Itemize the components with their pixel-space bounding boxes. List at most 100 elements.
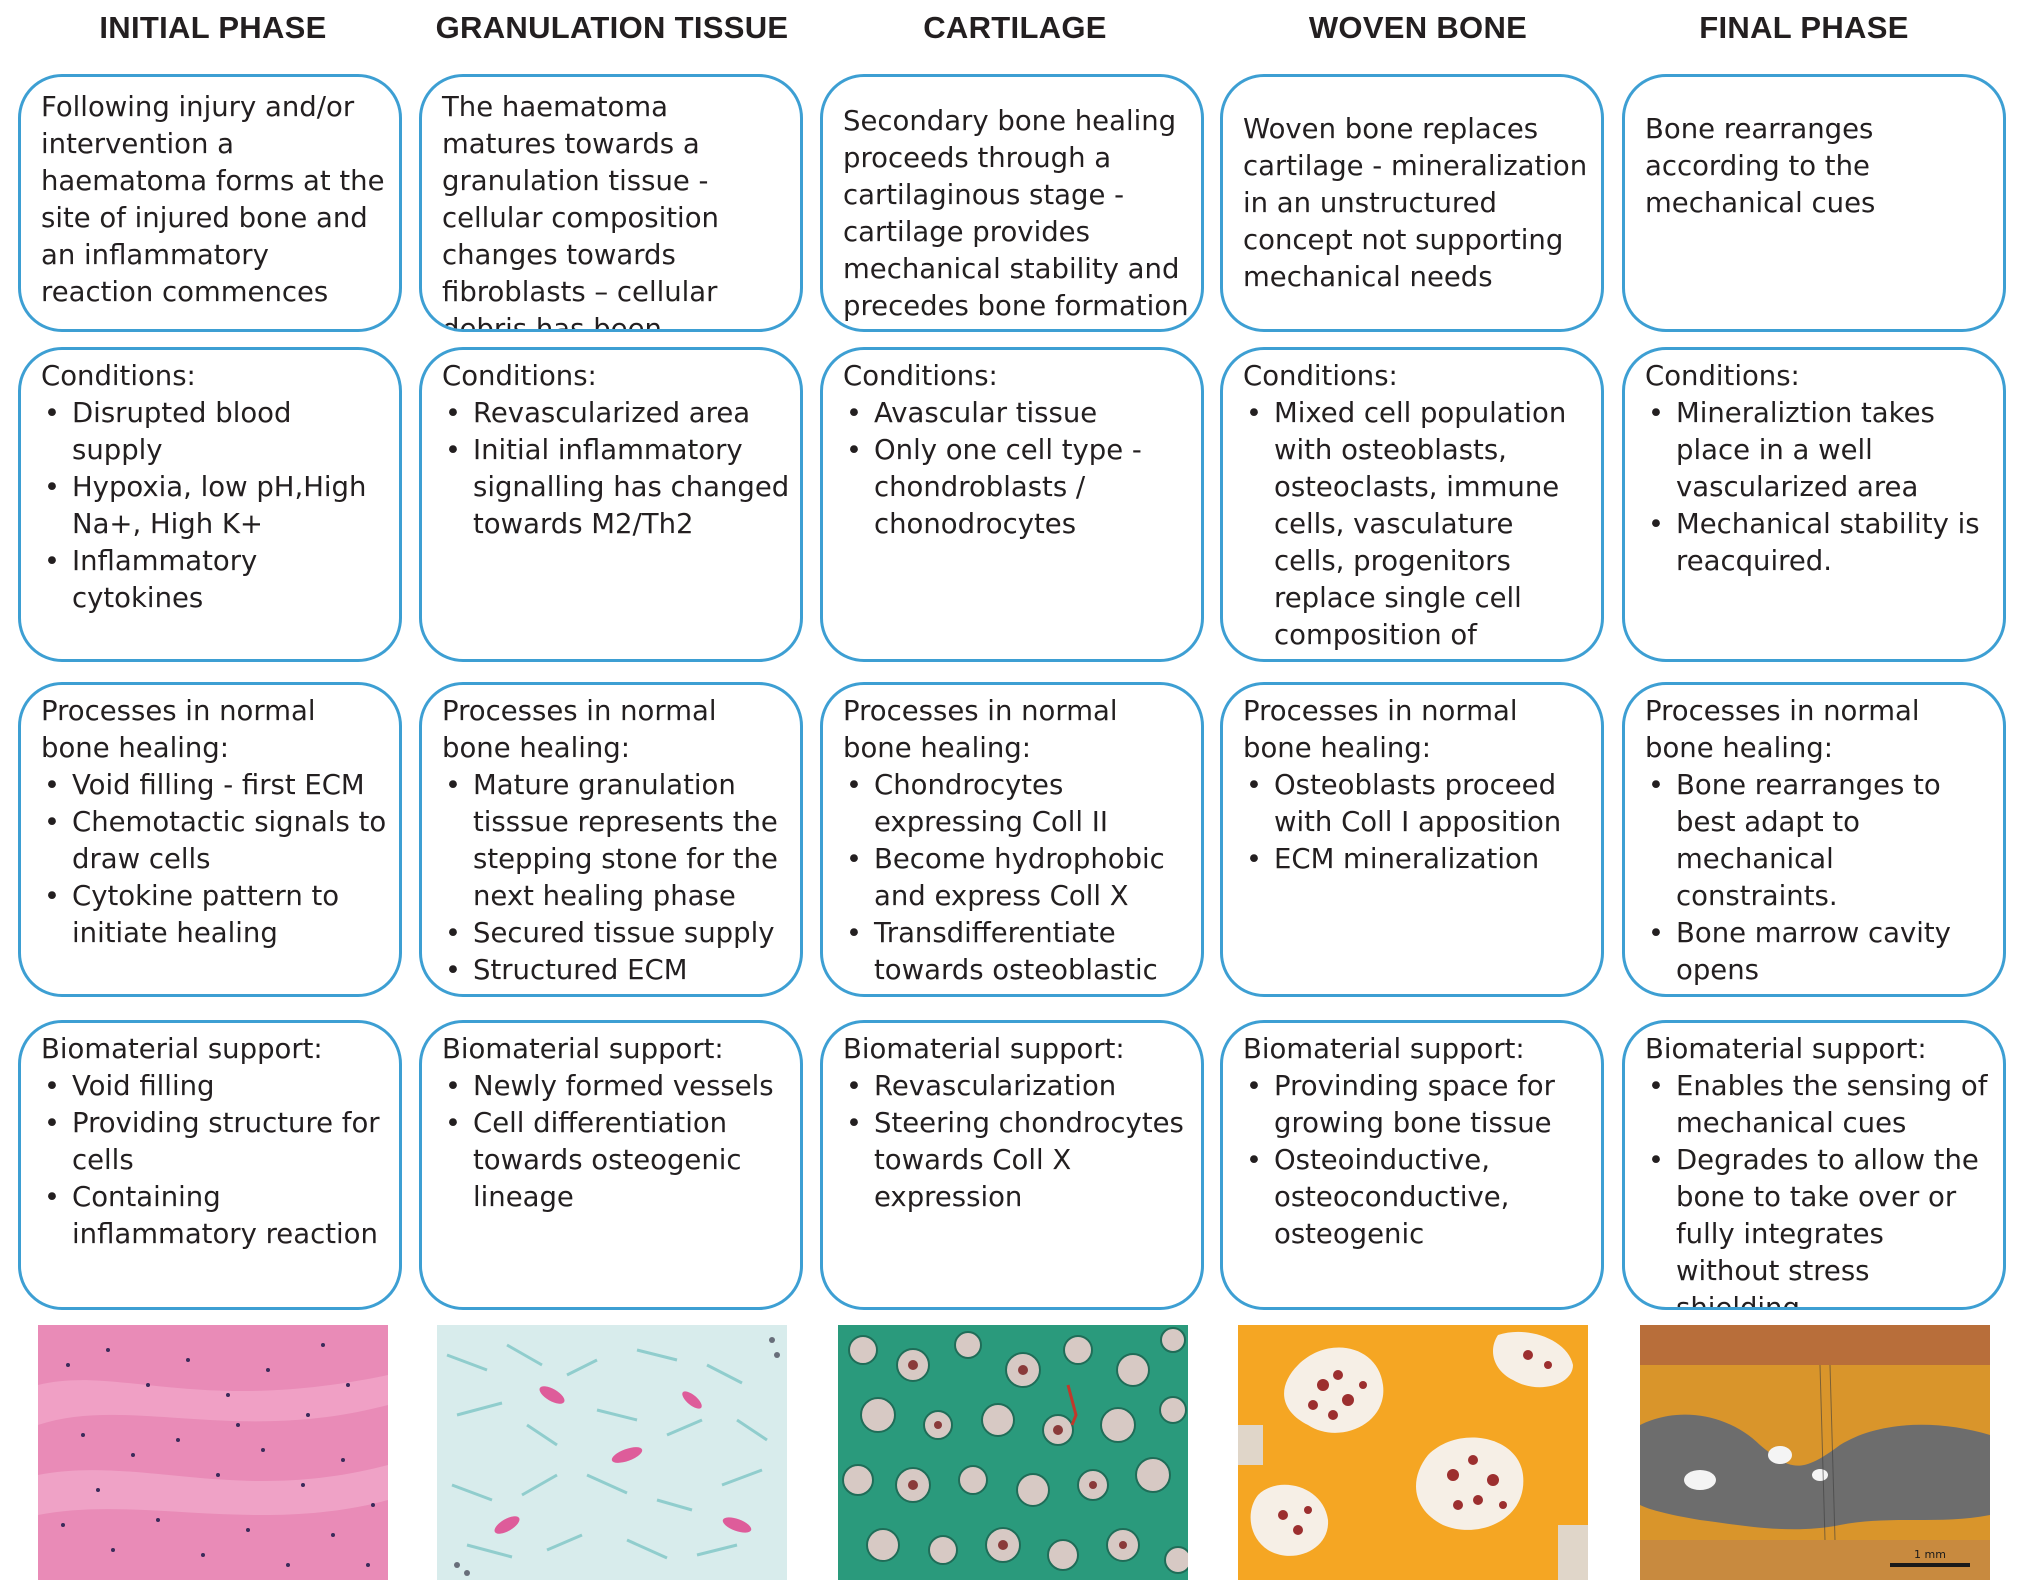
conditions-item: Inflammatory cytokines — [41, 543, 389, 617]
processes-item: Become hydrophobic and express Coll X — [843, 841, 1191, 915]
biomaterial-heading: Biomaterial support: — [1243, 1033, 1525, 1065]
phase-description: Secondary bone healing proceeds through … — [843, 105, 1189, 322]
processes-heading: Processes in normal bone healing: — [843, 695, 1118, 764]
phase-description: Following injury and/or intervention a h… — [41, 91, 385, 308]
conditions-box: Conditions: Disrupted blood supply Hypox… — [18, 347, 402, 662]
phase-description: Bone rearranges according to the mechani… — [1645, 113, 1876, 219]
remodelled-bone-micrograph: 1 mm — [1640, 1325, 1990, 1580]
biomaterial-heading: Biomaterial support: — [41, 1033, 323, 1065]
processes-heading: Processes in normal bone healing: — [1645, 695, 1920, 764]
biomaterial-heading: Biomaterial support: — [442, 1033, 724, 1065]
conditions-item: Only one cell type - chondroblasts / cho… — [843, 432, 1191, 543]
woven-bone-micrograph — [1238, 1325, 1588, 1580]
processes-box: Processes in normal bone healing: Osteob… — [1220, 682, 1604, 997]
phase-title: INITIAL PHASE — [99, 10, 327, 45]
conditions-box: Conditions: Mixed cell population with o… — [1220, 347, 1604, 662]
processes-list: Bone rearranges to best adapt to mechani… — [1645, 767, 1993, 994]
conditions-item: Revascularized area — [442, 395, 790, 432]
processes-item: Surplus bone being degraded — [1645, 989, 1993, 994]
processes-heading: Processes in normal bone healing: — [41, 695, 316, 764]
biomaterial-item: Containing inflammatory reaction — [41, 1179, 389, 1253]
biomaterial-list: Provinding space for growing bone tissue… — [1243, 1068, 1591, 1253]
conditions-item: Disrupted blood supply — [41, 395, 389, 469]
biomaterial-support-box: Biomaterial support: Revascularization S… — [820, 1020, 1204, 1310]
processes-item: Bone marrow cavity opens — [1645, 915, 1993, 989]
conditions-box: Conditions: Mineraliztion takes place in… — [1622, 347, 2006, 662]
conditions-box: Conditions: Avascular tissue Only one ce… — [820, 347, 1204, 662]
conditions-list: Revascularized area Initial inflammatory… — [442, 395, 790, 543]
conditions-item: Mineraliztion takes place in a well vasc… — [1645, 395, 1993, 506]
phase-description-box: The haematoma matures towards a granulat… — [419, 74, 803, 332]
cartilage-micrograph — [838, 1325, 1188, 1580]
processes-item: Structured ECM — [442, 952, 790, 989]
phase-description-box: Secondary bone healing proceeds through … — [820, 74, 1204, 332]
phase-title: CARTILAGE — [923, 10, 1107, 45]
conditions-heading: Conditions: — [1645, 360, 1800, 392]
granulation-tissue-micrograph — [437, 1325, 787, 1580]
he-stained-haematoma-micrograph — [38, 1325, 388, 1580]
biomaterial-support-box: Biomaterial support: Enables the sensing… — [1622, 1020, 2006, 1310]
biomaterial-item: Steering chondrocytes towards Coll X exp… — [843, 1105, 1191, 1216]
processes-box: Processes in normal bone healing: Mature… — [419, 682, 803, 997]
phase-title: FINAL PHASE — [1699, 10, 1909, 45]
phase-description-box: Following injury and/or intervention a h… — [18, 74, 402, 332]
conditions-heading: Conditions: — [843, 360, 998, 392]
processes-heading: Processes in normal bone healing: — [1243, 695, 1518, 764]
biomaterial-item: Newly formed vessels — [442, 1068, 790, 1105]
conditions-item: Mechanical stability is reacquired. — [1645, 506, 1993, 580]
processes-item: Secured tissue supply — [442, 915, 790, 952]
biomaterial-heading: Biomaterial support: — [1645, 1033, 1927, 1065]
conditions-list: Mixed cell population with osteoblasts, … — [1243, 395, 1591, 659]
conditions-heading: Conditions: — [442, 360, 597, 392]
phase-description: The haematoma matures towards a granulat… — [442, 91, 719, 332]
biomaterial-list: Enables the sensing of mechanical cues D… — [1645, 1068, 1993, 1307]
processes-list: Chondrocytes expressing Coll II Become h… — [843, 767, 1191, 994]
processes-list: Mature granulation tisssue represents th… — [442, 767, 790, 989]
processes-item: Osteoblasts proceed with Coll I appositi… — [1243, 767, 1591, 841]
biomaterial-item: Void filling — [41, 1068, 389, 1105]
conditions-item: Mixed cell population with osteoblasts, … — [1243, 395, 1591, 659]
conditions-heading: Conditions: — [1243, 360, 1398, 392]
biomaterial-list: Revascularization Steering chondrocytes … — [843, 1068, 1191, 1216]
conditions-item: Avascular tissue — [843, 395, 1191, 432]
biomaterial-item: Degrades to allow the bone to take over … — [1645, 1142, 1993, 1307]
phase-description-box: Bone rearranges according to the mechani… — [1622, 74, 2006, 332]
biomaterial-list: Newly formed vessels Cell differentiatio… — [442, 1068, 790, 1216]
conditions-list: Avascular tissue Only one cell type - ch… — [843, 395, 1191, 543]
biomaterial-item: Providing structure for cells — [41, 1105, 389, 1179]
phase-description-box: Woven bone replaces cartilage - minerali… — [1220, 74, 1604, 332]
biomaterial-item: Cell differentiation towards osteogenic … — [442, 1105, 790, 1216]
conditions-heading: Conditions: — [41, 360, 196, 392]
processes-box: Processes in normal bone healing: Void f… — [18, 682, 402, 997]
processes-box: Processes in normal bone healing: Chondr… — [820, 682, 1204, 997]
conditions-item: Initial inflammatory signalling has chan… — [442, 432, 790, 543]
processes-item: Bone rearranges to best adapt to mechani… — [1645, 767, 1993, 915]
phase-description: Woven bone replaces cartilage - minerali… — [1243, 113, 1588, 293]
processes-list: Osteoblasts proceed with Coll I appositi… — [1243, 767, 1591, 878]
biomaterial-heading: Biomaterial support: — [843, 1033, 1125, 1065]
processes-item: ECM mineralization — [1243, 841, 1591, 878]
processes-list: Void filling - first ECM Chemotactic sig… — [41, 767, 389, 952]
processes-item: Void filling - first ECM — [41, 767, 389, 804]
conditions-box: Conditions: Revascularized area Initial … — [419, 347, 803, 662]
processes-item: Mature granulation tisssue represents th… — [442, 767, 790, 915]
processes-item: Chemotactic signals to draw cells — [41, 804, 389, 878]
biomaterial-item: Provinding space for growing bone tissue — [1243, 1068, 1591, 1142]
biomaterial-support-box: Biomaterial support: Provinding space fo… — [1220, 1020, 1604, 1310]
conditions-list: Mineraliztion takes place in a well vasc… — [1645, 395, 1993, 580]
biomaterial-item: Enables the sensing of mechanical cues — [1645, 1068, 1993, 1142]
biomaterial-support-box: Biomaterial support: Newly formed vessel… — [419, 1020, 803, 1310]
biomaterial-item: Osteoinductive, osteoconductive, osteoge… — [1243, 1142, 1591, 1253]
phase-title: GRANULATION TISSUE — [435, 10, 789, 45]
biomaterial-support-box: Biomaterial support: Void filling Provid… — [18, 1020, 402, 1310]
processes-item: Cytokine pattern to initiate healing — [41, 878, 389, 952]
scale-bar-label: 1 mm — [1914, 1548, 1946, 1561]
processes-box: Processes in normal bone healing: Bone r… — [1622, 682, 2006, 997]
processes-heading: Processes in normal bone healing: — [442, 695, 717, 764]
phase-title: WOVEN BONE — [1308, 10, 1528, 45]
conditions-list: Disrupted blood supply Hypoxia, low pH,H… — [41, 395, 389, 617]
conditions-item: Hypoxia, low pH,High Na+, High K+ — [41, 469, 389, 543]
biomaterial-item: Revascularization — [843, 1068, 1191, 1105]
processes-item: Chondrocytes expressing Coll II — [843, 767, 1191, 841]
